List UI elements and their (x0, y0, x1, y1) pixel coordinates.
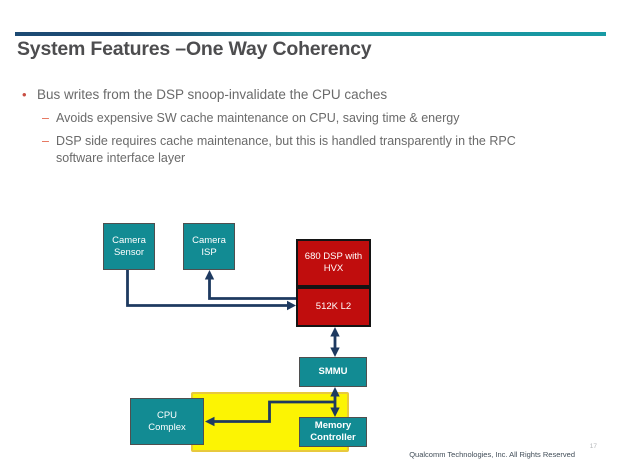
sub-bullet-text: DSP side requires cache maintenance, but… (56, 134, 516, 165)
cpu-complex-box: CPU Complex (130, 398, 204, 445)
camera-sensor-label: Camera Sensor (112, 234, 146, 258)
arrow-sensor-to-l2 (126, 270, 288, 307)
camera-isp-box: Camera ISP (183, 223, 235, 270)
arrowhead-into-isp (204, 270, 215, 280)
smmu-label: SMMU (318, 366, 348, 378)
sub-bullet-item: – DSP side requires cache maintenance, b… (42, 133, 608, 166)
camera-isp-label: Camera ISP (192, 234, 226, 258)
arrowhead-into-smmu-top (330, 347, 340, 357)
copyright-text: Qualcomm Technologies, Inc. All Rights R… (409, 450, 575, 459)
dsp-hvx-box: 680 DSP with HVX (296, 239, 371, 287)
dash-marker: – (42, 111, 49, 126)
cpu-complex-label: CPU Complex (148, 409, 186, 433)
memory-controller-label: Memory Controller (310, 420, 356, 443)
dash-marker: – (42, 134, 49, 149)
arrowhead-into-l2 (287, 300, 296, 311)
bullet-item: • Bus writes from the DSP snoop-invalida… (22, 86, 608, 104)
bullet-list: • Bus writes from the DSP snoop-invalida… (22, 86, 608, 173)
bullet-text: Bus writes from the DSP snoop-invalidate… (37, 87, 388, 102)
l2-cache-label: 512K L2 (315, 301, 352, 313)
page-number: 17 (589, 443, 597, 450)
l2-cache-box: 512K L2 (296, 287, 371, 327)
smmu-box: SMMU (299, 357, 367, 387)
arrowhead-into-l2-bottom (330, 327, 340, 337)
memory-controller-box: Memory Controller (299, 417, 367, 447)
arrow-l2-to-isp (208, 277, 296, 300)
camera-sensor-box: Camera Sensor (103, 223, 155, 270)
dsp-hvx-label: 680 DSP with HVX (304, 251, 363, 274)
accent-gradient-bar (15, 32, 606, 36)
sub-bullet-item: – Avoids expensive SW cache maintenance … (42, 110, 608, 126)
bullet-dot-marker: • (22, 87, 27, 102)
sub-bullet-text: Avoids expensive SW cache maintenance on… (56, 111, 460, 126)
slide-title: System Features –One Way Coherency (17, 38, 372, 60)
